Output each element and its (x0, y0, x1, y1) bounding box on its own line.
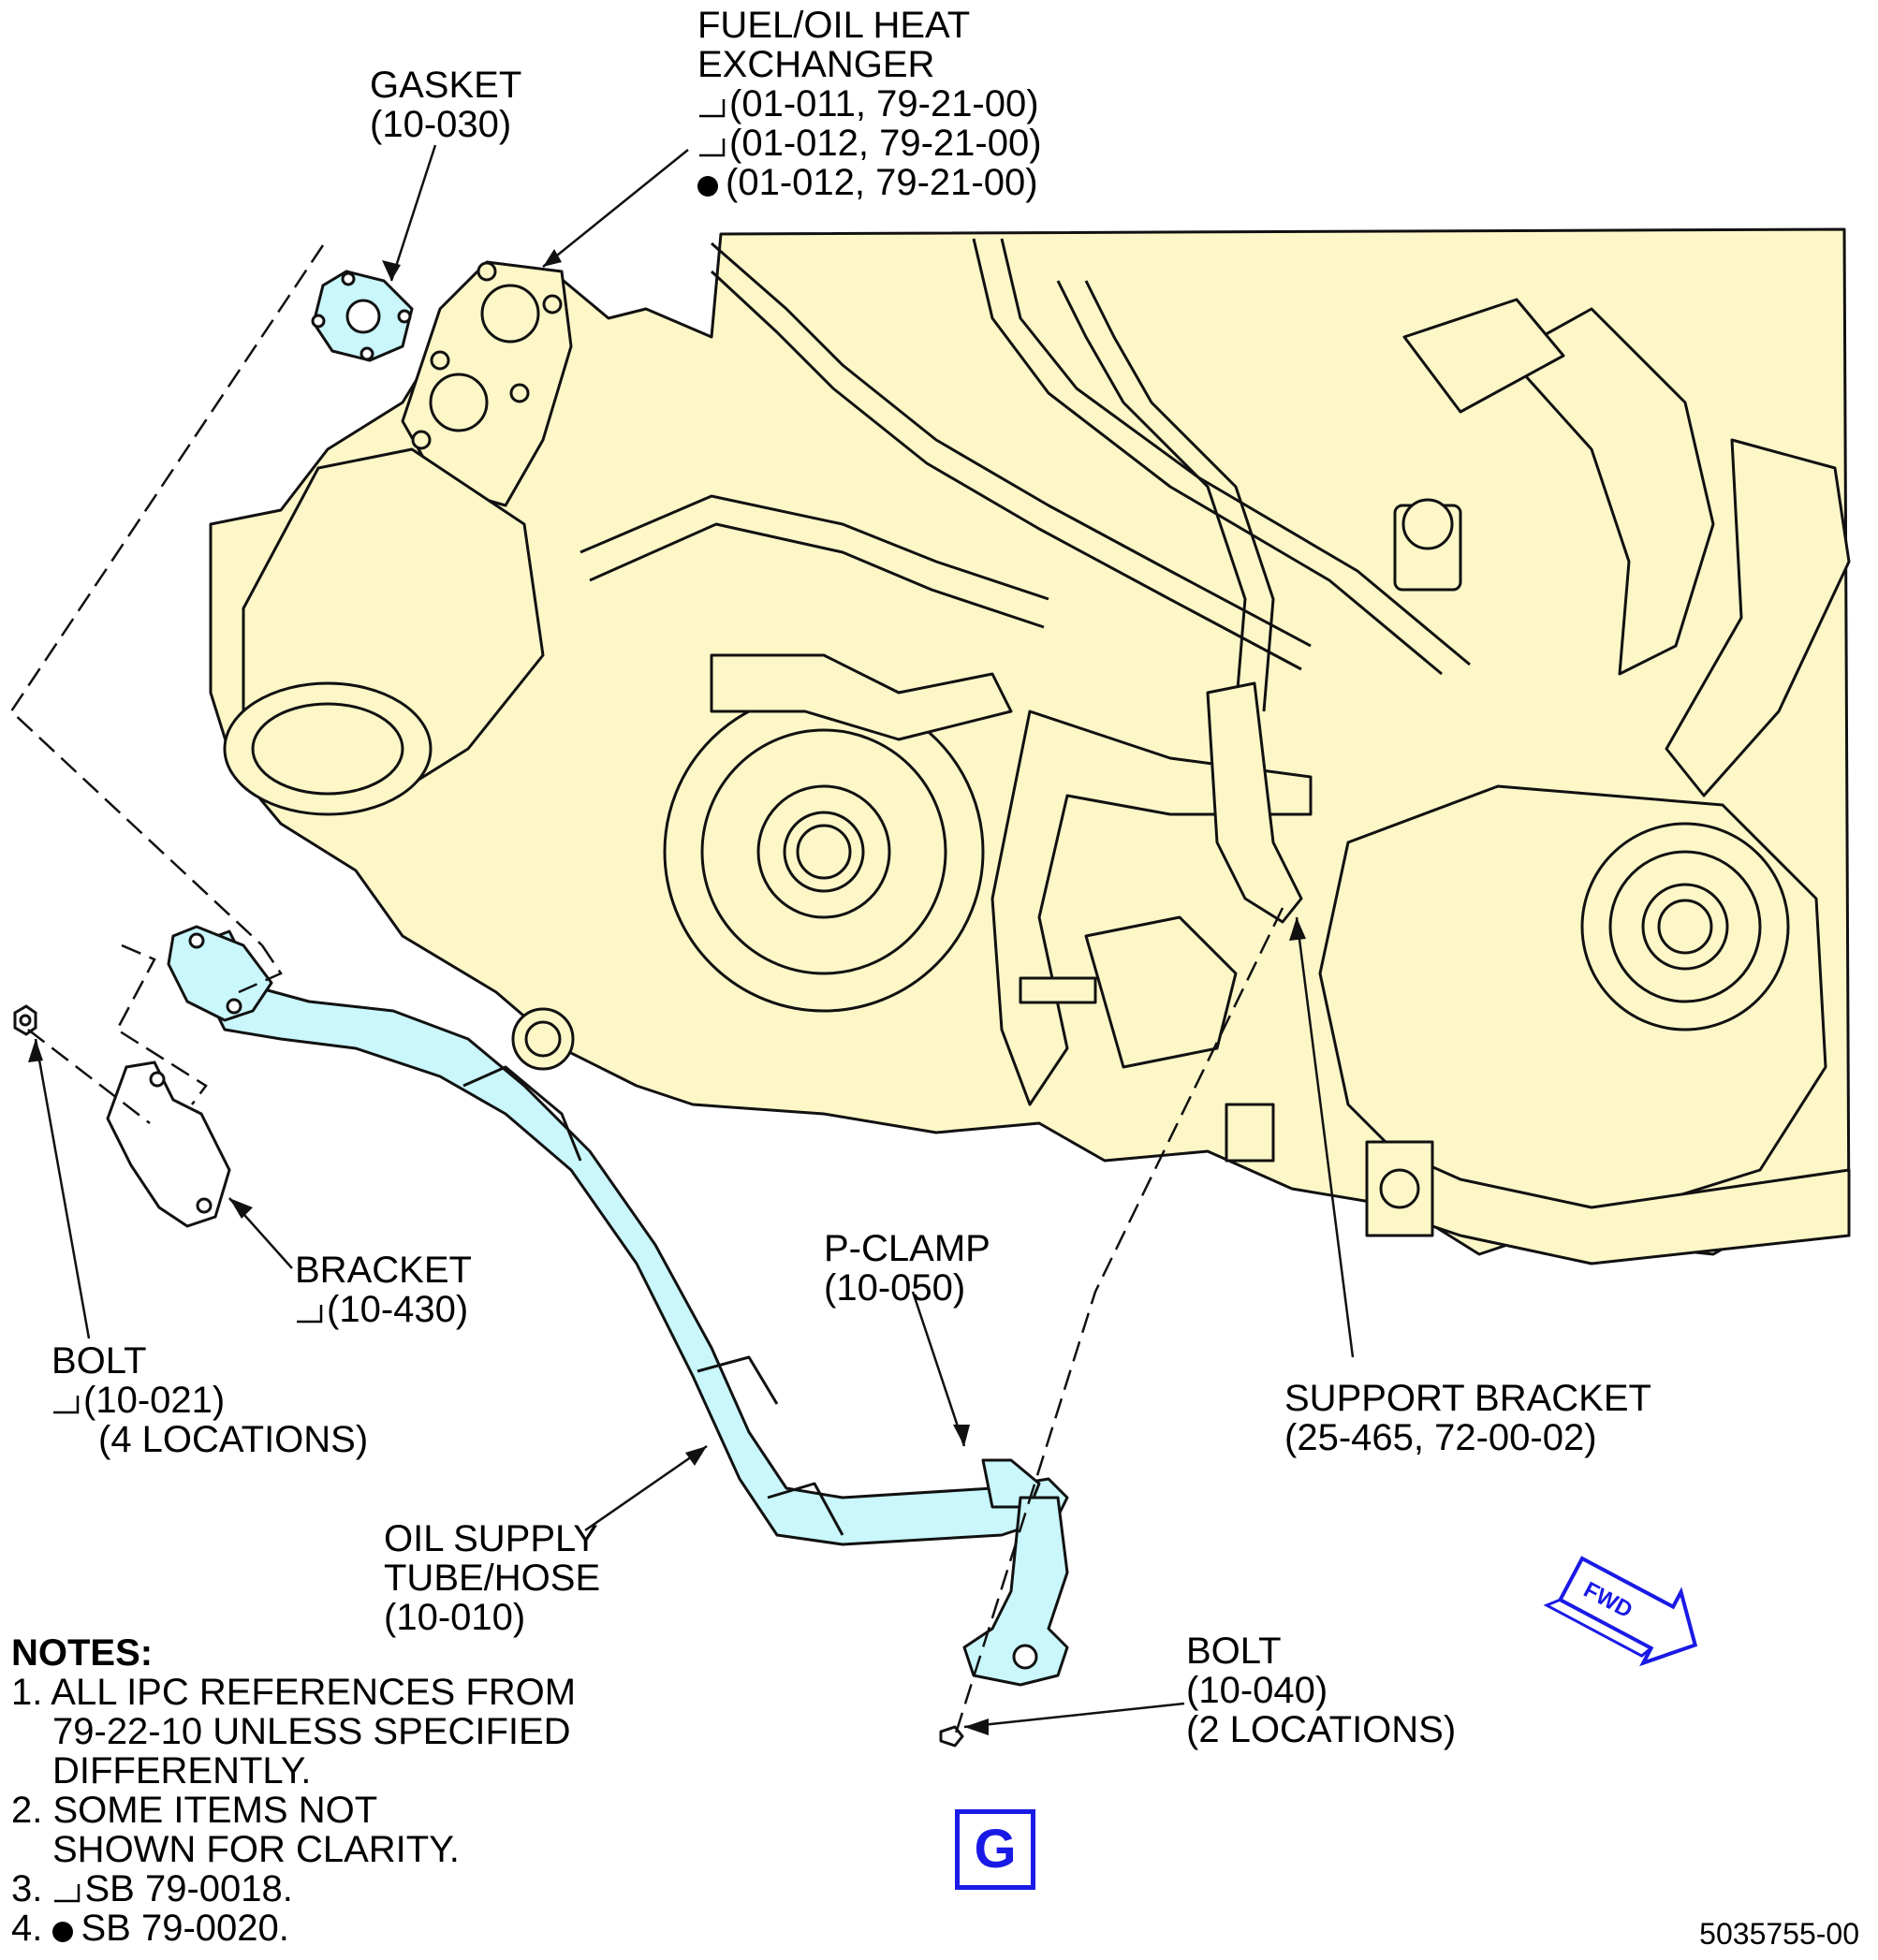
note-1-line-3: DIFFERENTLY. (52, 1750, 312, 1792)
note-3-text: SB 79-0018. (84, 1868, 293, 1909)
heat-exchanger-port-upper (480, 284, 540, 344)
support-bracket-label-name: SUPPORT BRACKET (1284, 1378, 1651, 1419)
p-clamp-label: P-CLAMP (10-050) (824, 1229, 990, 1308)
gasket-label-ref: (10-030) (370, 104, 512, 145)
p-clamp-part (981, 1458, 1041, 1509)
bracket-label-ref-row: (10-430) (295, 1290, 472, 1329)
note-4-text: SB 79-0020. (81, 1908, 289, 1949)
note-1-line-2: 79-22-10 UNLESS SPECIFIED (52, 1711, 571, 1752)
sheet-tag: G (955, 1809, 1035, 1890)
oil-supply-label-line-2: TUBE/HOSE (384, 1558, 601, 1599)
heat-exchanger-label: FUEL/OIL HEAT EXCHANGER (01-011, 79-21-0… (697, 6, 1042, 202)
note-4-number: 4. (11, 1908, 43, 1949)
heat-exchanger-ref-2: (01-012, 79-21-00) (697, 124, 1042, 163)
heat-exchanger-title-1: FUEL/OIL HEAT (697, 5, 971, 46)
exploded-parts (13, 270, 414, 1228)
bracket-part (106, 1060, 231, 1228)
heat-exchanger-ref-2-text: (01-012, 79-21-00) (729, 123, 1042, 164)
bolt-bottom-label-ref: (10-040) (1186, 1670, 1328, 1711)
bolt-bottom-label: BOLT (10-040) (2 LOCATIONS) (1186, 1631, 1456, 1749)
p-clamp-label-name: P-CLAMP (824, 1228, 990, 1269)
bracket-label: BRACKET (10-430) (295, 1251, 472, 1329)
bracket-label-name: BRACKET (295, 1250, 472, 1291)
leader-arrowheads (28, 249, 1306, 1735)
bolt-bottom-label-qty: (2 LOCATIONS) (1186, 1709, 1457, 1750)
triangle-effectivity-icon (295, 1299, 323, 1324)
oil-supply-label: OIL SUPPLY TUBE/HOSE (10-010) (384, 1519, 600, 1637)
bracket-label-ref: (10-430) (327, 1289, 469, 1330)
dot-effectivity-icon (52, 1922, 74, 1942)
gasket-label: GASKET (10-030) (370, 66, 521, 144)
note-2-line-1: 2. SOME ITEMS NOT (11, 1790, 378, 1831)
heat-exchanger-ref-3: (01-012, 79-21-00) (697, 163, 1042, 202)
heat-exchanger-ref-1-text: (01-011, 79-21-00) (729, 83, 1039, 124)
note-2-line-2: SHOWN FOR CLARITY. (52, 1829, 460, 1870)
bolt-left-label: BOLT (10-021) (4 LOCATIONS) (51, 1341, 368, 1459)
notes-block: NOTES: 1. ALL IPC REFERENCES FROM 79-22-… (11, 1633, 576, 1948)
bolt-bottom-label-name: BOLT (1186, 1631, 1282, 1672)
explode-lines (9, 244, 1284, 1737)
triangle-effectivity-icon (697, 133, 726, 157)
bolt-left-label-ref-row: (10-021) (51, 1381, 368, 1420)
bolt-bottom-part (939, 1725, 964, 1748)
note-3: 3. SB 79-0018. (11, 1869, 576, 1909)
p-clamp-label-ref: (10-050) (824, 1267, 966, 1309)
heat-exchanger-port-lower (429, 373, 489, 432)
bolt-left-label-ref: (10-021) (83, 1380, 226, 1421)
oil-supply-label-ref: (10-010) (384, 1597, 526, 1638)
fuel-lines (580, 238, 1471, 712)
heat-exchanger-ref-1: (01-011, 79-21-00) (697, 84, 1042, 124)
gasket-label-name: GASKET (370, 65, 522, 106)
note-3-number: 3. (11, 1868, 43, 1909)
lower-flange (962, 1496, 1069, 1687)
oil-supply-label-line-1: OIL SUPPLY (384, 1518, 598, 1559)
note-4: 4. SB 79-0020. (11, 1909, 576, 1948)
heat-exchanger-ref-3-text: (01-012, 79-21-00) (726, 162, 1038, 203)
drawing-number: 5035755-00 (1699, 1917, 1859, 1951)
fwd-arrow-icon: FWD (1543, 1556, 1698, 1667)
dot-effectivity-icon (697, 176, 718, 197)
triangle-effectivity-icon (51, 1390, 80, 1414)
support-bracket-label-ref: (25-465, 72-00-02) (1284, 1417, 1597, 1458)
heat-exchanger-title-2: EXCHANGER (697, 44, 935, 85)
support-bracket-part (1206, 681, 1303, 924)
notes-title: NOTES: (11, 1632, 154, 1674)
note-1-line-1: 1. ALL IPC REFERENCES FROM (11, 1672, 577, 1713)
bolt-left-label-name: BOLT (51, 1340, 147, 1382)
support-bracket-label: SUPPORT BRACKET (25-465, 72-00-02) (1284, 1379, 1651, 1457)
engine-assembly (209, 227, 1851, 1265)
bolt-left-label-qty: (4 LOCATIONS) (98, 1419, 369, 1460)
triangle-effectivity-icon (52, 1879, 81, 1903)
upper-right-hose (1505, 307, 1715, 676)
triangle-effectivity-icon (697, 94, 726, 118)
